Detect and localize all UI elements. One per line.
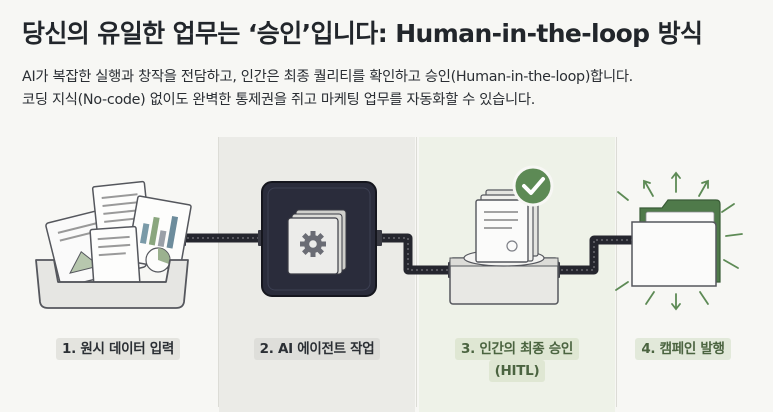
step-1-label: 1. 원시 데이터 입력 — [20, 338, 216, 360]
description: AI가 복잡한 실행과 창작을 전담하고, 인간은 최종 퀄리티를 확인하고 승… — [22, 66, 633, 112]
approval-check-icon — [449, 165, 559, 305]
column-divider — [218, 137, 219, 407]
column-divider — [616, 137, 617, 407]
description-line-2: 코딩 지식(No-code) 없이도 완벽한 통제권을 쥐고 마케팅 업무를 자… — [22, 92, 535, 108]
ai-gear-box-icon — [261, 181, 377, 297]
description-line-1: AI가 복잡한 실행과 창작을 전담하고, 인간은 최종 퀄리티를 확인하고 승… — [22, 69, 633, 85]
step-3-label: 3. 인간의 최종 승인 (HITL) — [419, 338, 615, 382]
step-3-label-line-2: (HITL) — [488, 360, 546, 382]
data-tray-icon — [35, 180, 192, 309]
workflow-diagram — [35, 165, 743, 311]
page-title: 당신의 유일한 업무는 ‘승인’입니다: Human-in-the-loop 방… — [22, 19, 703, 48]
step-2-label: 2. AI 에이전트 작업 — [219, 338, 415, 360]
step-4-label: 4. 캠페인 발행 — [585, 338, 773, 360]
connector-pipes — [178, 230, 640, 278]
campaign-folder-icon — [615, 171, 743, 311]
